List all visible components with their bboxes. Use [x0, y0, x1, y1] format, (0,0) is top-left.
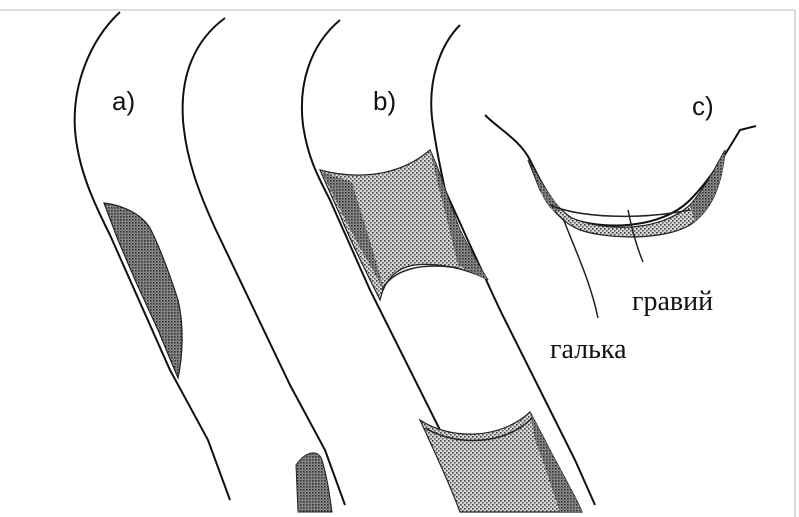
- panel-b-label: b): [373, 86, 396, 116]
- panel-c-label: c): [692, 91, 714, 121]
- panel-c: [485, 115, 756, 318]
- panel-a-channel-wall-right: [183, 18, 345, 505]
- panel-a-deposit: [104, 203, 182, 378]
- panel-a-label: a): [112, 86, 135, 116]
- panel-c-deposit-dark-right: [690, 150, 725, 222]
- panel-b: [296, 20, 595, 512]
- gravel-label: гравий: [632, 286, 713, 317]
- panel-b-small-deposit: [296, 453, 332, 512]
- panel-b-upper-deposit: [320, 150, 488, 300]
- pebble-label: галька: [550, 334, 627, 365]
